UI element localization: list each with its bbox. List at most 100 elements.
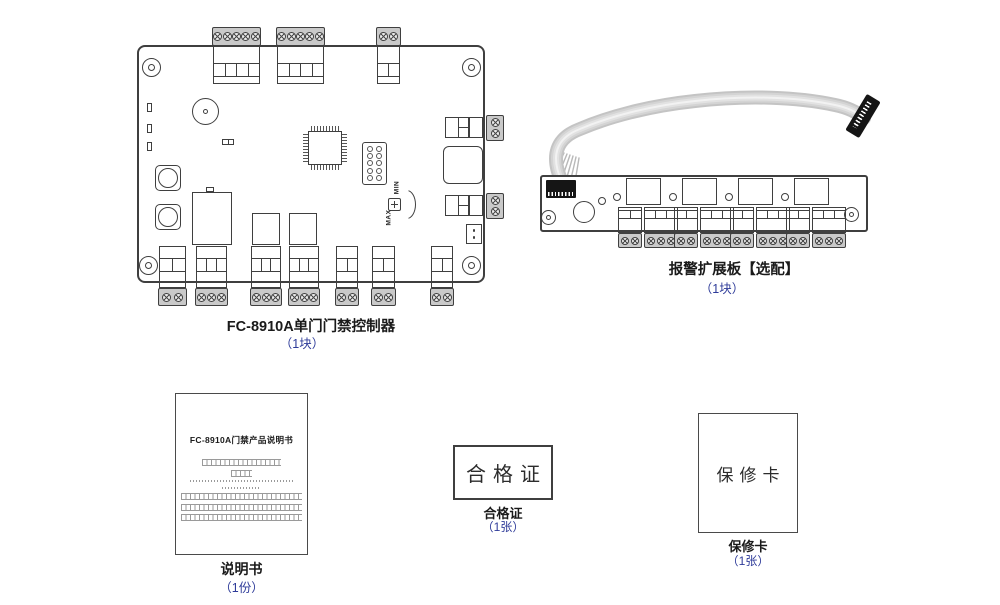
screw-terminal-icon (251, 292, 261, 302)
led-hole-icon (781, 193, 789, 201)
screw-terminal-icon (277, 32, 287, 41)
screw-terminal-icon (743, 236, 751, 245)
terminal-body (289, 246, 319, 288)
terminal-divider (457, 204, 469, 207)
header-pin-icon (375, 153, 382, 160)
header-pin-icon (367, 153, 374, 160)
relay (738, 178, 773, 205)
terminal-cells (290, 258, 318, 272)
relay (682, 178, 717, 205)
terminal-screws (486, 193, 504, 219)
terminal-body (445, 195, 483, 216)
certificate-label: 合格证 (483, 506, 523, 521)
terminal-screws (250, 288, 282, 306)
terminal-screws (158, 288, 187, 306)
screw-terminal-icon (250, 32, 260, 41)
terminal-screws (276, 27, 325, 46)
led-hole-icon (613, 193, 621, 201)
terminal-cells (701, 210, 733, 219)
screw-terminal-icon (490, 129, 500, 138)
screw-terminal-icon (174, 292, 183, 302)
screw-terminal-icon (759, 236, 767, 245)
screw-terminal-icon (197, 292, 206, 302)
screw-terminal-icon (213, 32, 223, 41)
terminal-cells (373, 258, 394, 272)
terminal-body (377, 45, 400, 84)
screw-terminal-icon (442, 292, 452, 302)
screw-terminal-icon (647, 236, 655, 245)
warranty-label: 保修卡 (728, 539, 768, 554)
header-pin-icon (367, 160, 374, 167)
terminal-screws (812, 233, 846, 248)
screw-terminal-icon (657, 236, 665, 245)
terminal-screws (288, 288, 320, 306)
screw-terminal-icon (378, 32, 388, 41)
screw-terminal-icon (389, 32, 399, 41)
terminal-screws (430, 288, 454, 306)
certificate-qty: （1张） (481, 520, 525, 534)
screw-terminal-icon (490, 196, 500, 205)
mounting-hole-icon (844, 207, 859, 222)
header-pin-icon (375, 145, 382, 152)
screw-terminal-icon (621, 236, 629, 245)
terminal-body (445, 117, 483, 138)
screw-terminal-icon (286, 32, 296, 41)
led-icon (147, 103, 152, 112)
terminal-cells (160, 258, 185, 272)
terminal-cells (197, 258, 226, 272)
manual-text-line (190, 480, 293, 482)
expansion-qty: （1块） (699, 282, 745, 296)
terminal-screws (700, 233, 734, 248)
certificate-card: 合格证 (453, 445, 553, 500)
header-pin-icon (375, 167, 382, 174)
manual-text-line (180, 503, 303, 511)
screw-terminal-icon (289, 292, 299, 302)
screw-terminal-icon (271, 292, 281, 302)
manual-text-line (202, 459, 281, 466)
relay-right (443, 146, 483, 184)
terminal-cells (619, 210, 641, 219)
led-hole-icon (669, 193, 677, 201)
screw-terminal-icon (261, 292, 271, 302)
terminal-screws (376, 27, 401, 46)
mounting-hole-icon (541, 210, 556, 225)
manual-qty: （1份） (219, 581, 264, 595)
screw-terminal-icon (825, 236, 833, 245)
header-pin-icon (367, 167, 374, 174)
buzzer-icon (573, 201, 595, 223)
mcu-chip (303, 126, 347, 170)
terminal-cells (278, 63, 323, 77)
terminal-body (756, 207, 790, 233)
ribbon-cable-icon (549, 90, 871, 189)
board-connector-icon (546, 180, 576, 198)
mounting-hole-icon (462, 256, 481, 275)
manual-label: 说明书 (220, 561, 263, 577)
terminal-divider (468, 118, 470, 137)
led-icon (147, 124, 152, 133)
screw-terminal-icon (713, 236, 721, 245)
manual-text-line (221, 486, 262, 489)
terminal-body (251, 246, 281, 288)
terminal-body (730, 207, 754, 233)
screw-terminal-icon (231, 32, 241, 41)
screw-terminal-icon (789, 236, 797, 245)
connector-2pin (466, 224, 482, 244)
warranty-qty: （1张） (726, 554, 770, 568)
terminal-cells (813, 210, 845, 219)
terminal-screws (674, 233, 698, 248)
relay (794, 178, 829, 205)
terminal-cells (675, 210, 697, 219)
terminal-body (700, 207, 734, 233)
led-hole-icon (598, 197, 606, 205)
mounting-hole-icon (142, 58, 161, 77)
expansion-label: 报警扩展板【选配】 (668, 262, 800, 278)
screw-terminal-icon (309, 292, 319, 302)
screw-terminal-icon (835, 236, 843, 245)
terminal-body (618, 207, 642, 233)
manual-text-line (180, 493, 303, 500)
screw-terminal-icon (490, 118, 500, 127)
screw-terminal-icon (384, 292, 394, 302)
terminal-screws (644, 233, 678, 248)
